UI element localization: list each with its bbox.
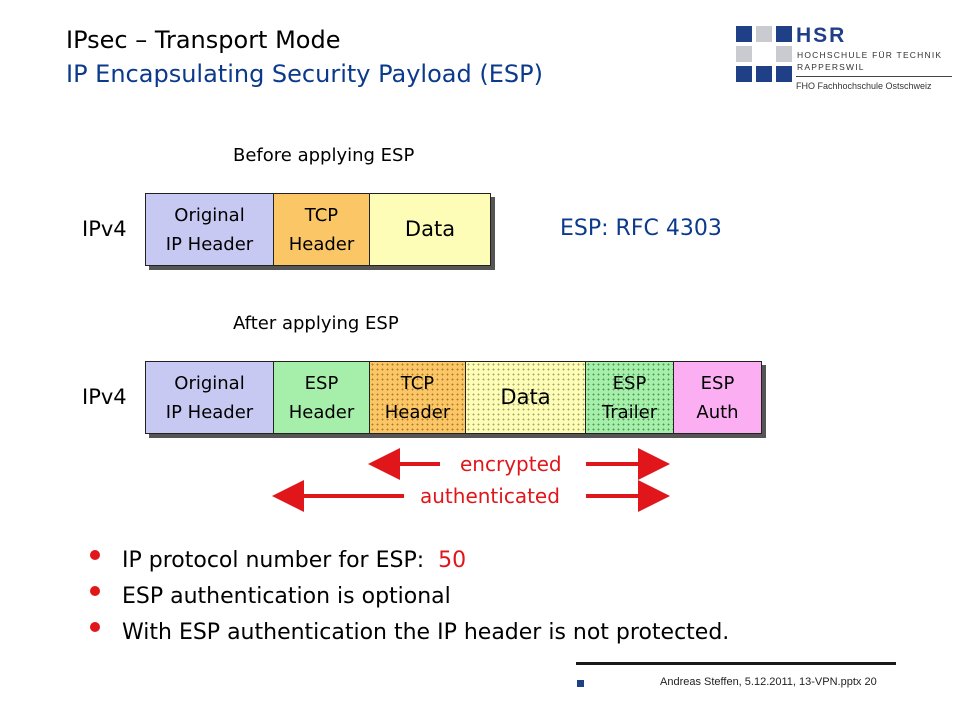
rfc-reference: ESP: RFC 4303	[560, 216, 722, 241]
hsr-logo: HSR HOCHSCHULE FÜR TECHNIK RAPPERSWIL FH…	[736, 24, 952, 100]
tcp-header-cell: TCP Header	[274, 194, 370, 265]
bullet-item: With ESP authentication the IP header is…	[90, 614, 729, 650]
logo-city: RAPPERSWIL	[797, 62, 865, 72]
logo-name: HSR	[796, 24, 847, 47]
esp-header-cell: ESP Header	[274, 362, 370, 433]
bullet-text: ESP authentication is optional	[122, 583, 451, 609]
slide-title: IPsec – Transport Mode	[66, 26, 341, 54]
bullet-item: ESP authentication is optional	[90, 578, 729, 614]
logo-square-icon	[756, 66, 772, 82]
before-heading: Before applying ESP	[233, 145, 415, 166]
esp-trailer-cell: ESP Trailer	[586, 362, 674, 433]
encrypted-label: encrypted	[460, 452, 562, 476]
before-protocol-label: IPv4	[82, 217, 127, 241]
logo-school: HOCHSCHULE FÜR TECHNIK	[797, 50, 943, 60]
bullet-text: IP protocol number for ESP:	[122, 547, 439, 573]
footer-divider	[576, 662, 896, 665]
tcp-header-encrypted-cell: TCP Header	[370, 362, 466, 433]
slide-subtitle: IP Encapsulating Security Payload (ESP)	[66, 60, 543, 88]
original-ip-header-cell: Original IP Header	[146, 194, 274, 265]
bullet-item: IP protocol number for ESP: 50	[90, 542, 729, 578]
after-protocol-label: IPv4	[82, 385, 127, 409]
packet-after: Original IP Header ESP Header TCP Header…	[145, 361, 762, 434]
packet-before: Original IP Header TCP Header Data	[145, 193, 491, 266]
logo-square-icon	[756, 26, 772, 42]
bullet-dot-icon	[90, 622, 100, 632]
logo-square-icon	[776, 46, 792, 62]
logo-divider	[796, 76, 952, 77]
logo-square-icon	[736, 26, 752, 42]
bullet-list: IP protocol number for ESP: 50 ESP authe…	[90, 542, 729, 650]
esp-auth-cell: ESP Auth	[674, 362, 761, 433]
original-ip-header-cell: Original IP Header	[146, 362, 274, 433]
bullet-dot-icon	[90, 586, 100, 596]
data-encrypted-cell: Data	[466, 362, 586, 433]
logo-fho: FHO Fachhochschule Ostschweiz	[796, 81, 932, 91]
authenticated-label: authenticated	[420, 484, 560, 508]
logo-square-icon	[776, 26, 792, 42]
logo-square-icon	[736, 46, 752, 62]
after-heading: After applying ESP	[233, 313, 399, 334]
logo-square-icon	[776, 66, 792, 82]
protocol-number: 50	[438, 547, 467, 573]
bullet-dot-icon	[90, 550, 100, 560]
data-cell: Data	[370, 194, 490, 265]
footer-square-icon	[577, 680, 584, 687]
logo-square-icon	[736, 66, 752, 82]
footer-text: Andreas Steffen, 5.12.2011, 13-VPN.pptx …	[660, 676, 877, 688]
bullet-text: With ESP authentication the IP header is…	[122, 619, 730, 645]
